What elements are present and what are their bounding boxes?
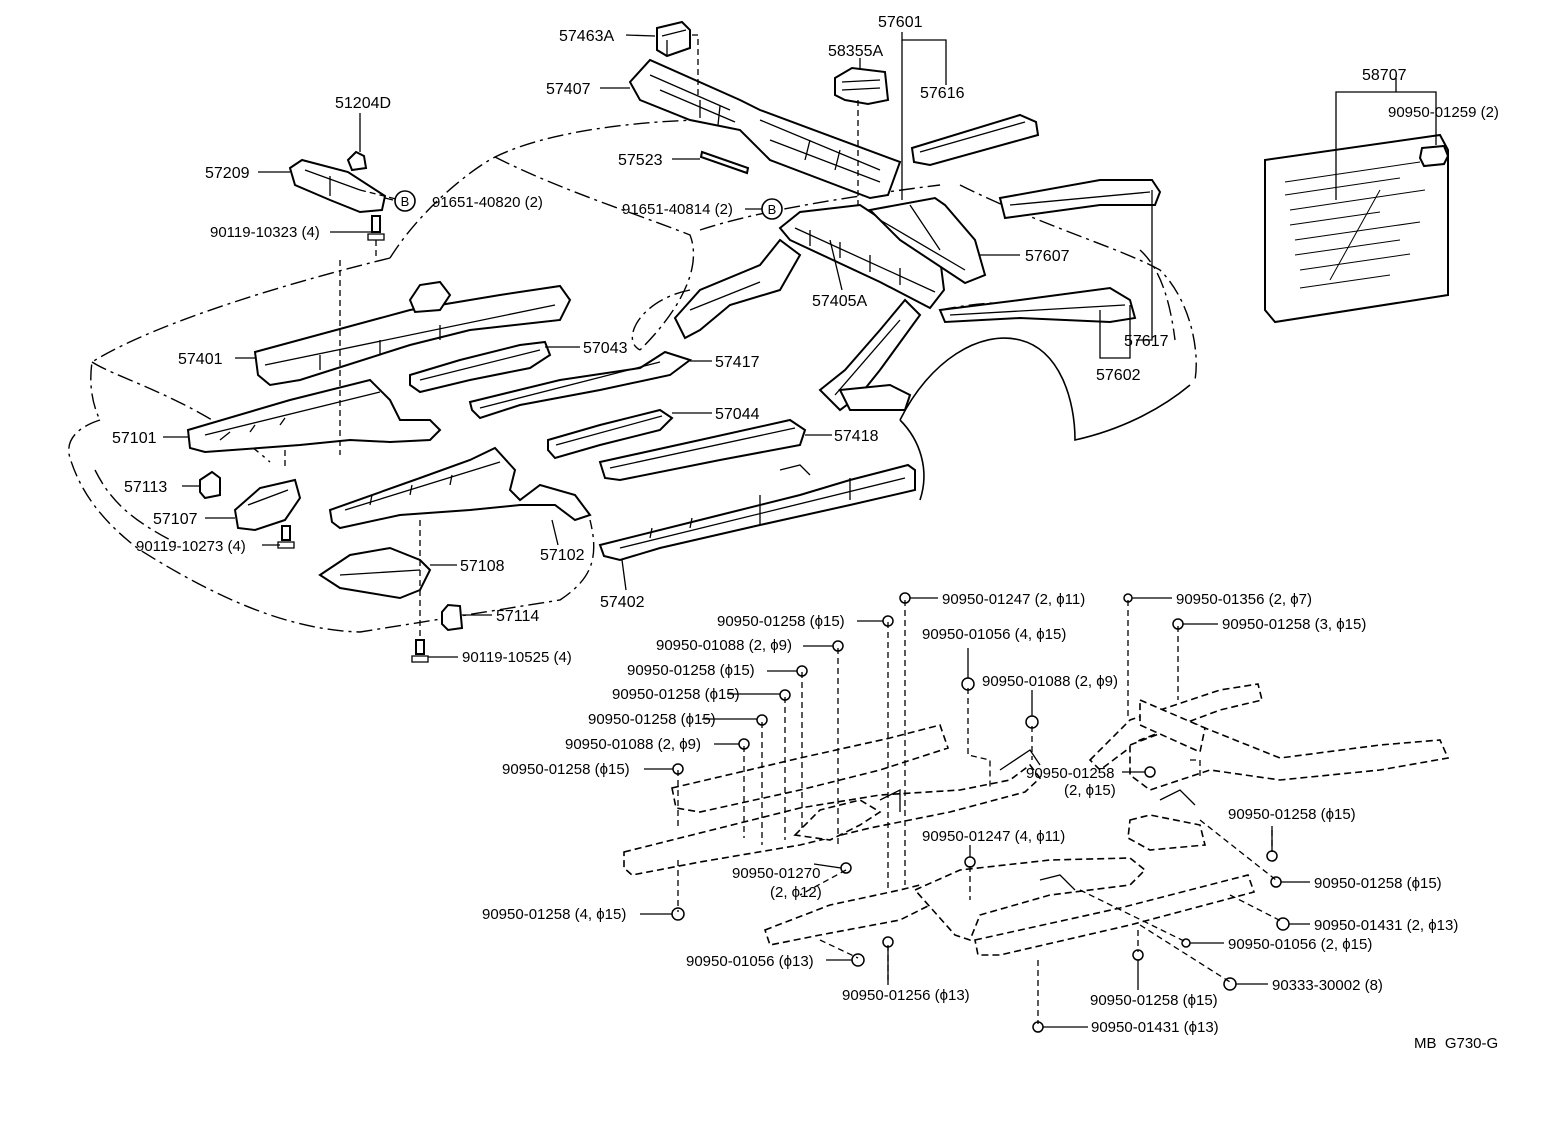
label-57617: 57617 (1124, 333, 1169, 350)
label-57209: 57209 (205, 165, 250, 182)
part-57617 (998, 179, 1162, 220)
label-90950-01258-c: 90950-01258 (ϕ15) (627, 662, 755, 679)
label-90950-01258-f: 90950-01258 (ϕ15) (502, 761, 630, 778)
label-90950-01258-j: 90950-01258 (4, ϕ15) (482, 906, 626, 923)
label-57417: 57417 (715, 354, 760, 371)
label-90950-01247-a: 90950-01247 (2, ϕ11) (942, 591, 1085, 608)
label-90950-01056-b: 90950-01056 (2, ϕ15) (1228, 936, 1372, 953)
label-90950-01247-b: 90950-01247 (4, ϕ11) (922, 828, 1065, 845)
label-90950-01258-g1: 90950-01258 (1026, 765, 1114, 782)
label-90950-01258-g2: (2, ϕ15) (1064, 782, 1116, 799)
part-57209 (288, 158, 387, 214)
label-57405A: 57405A (812, 293, 867, 310)
label-90950-01056-c: 90950-01056 (ϕ13) (686, 953, 814, 970)
part-58707 (1264, 133, 1449, 324)
label-57101: 57101 (112, 430, 157, 447)
label-90119-10323: 90119-10323 (4) (210, 224, 320, 241)
part-57616 (910, 113, 1040, 167)
assembly-lines (284, 34, 1284, 1024)
part-57402 (598, 463, 916, 562)
part-57417 (468, 350, 693, 420)
label-51204D: 51204D (335, 95, 391, 112)
label-57043: 57043 (583, 340, 628, 357)
part-58355A (834, 66, 890, 106)
label-90950-01088-b: 90950-01088 (2, ϕ9) (982, 673, 1118, 690)
part-57114 (441, 603, 464, 632)
part-57523 (699, 150, 750, 175)
label-57107: 57107 (153, 511, 198, 528)
part-plug-90950-01259 (1418, 144, 1450, 168)
label-90950-01431-b: 90950-01431 (ϕ13) (1091, 1019, 1219, 1036)
part-bolt-90119-10273 (277, 525, 295, 549)
circle-marker-b-left: B (394, 190, 416, 212)
part-57405A (673, 203, 946, 412)
label-57616: 57616 (920, 85, 965, 102)
label-90950-01258-h: 90950-01258 (ϕ15) (1228, 806, 1356, 823)
label-57113: 57113 (124, 479, 167, 496)
part-bolt-90119-10525 (411, 639, 429, 663)
part-57602 (938, 286, 1137, 324)
label-91651-40820: 91651-40820 (2) (432, 194, 543, 211)
label-90950-01270-a: 90950-01270 (732, 865, 820, 882)
label-90119-10273: 90119-10273 (4) (136, 538, 246, 555)
label-57523: 57523 (618, 152, 663, 169)
part-57044 (547, 408, 674, 460)
label-57044: 57044 (715, 406, 760, 423)
label-57114: 57114 (496, 608, 539, 625)
part-57418 (598, 418, 807, 482)
part-57102 (328, 446, 592, 530)
label-57601: 57601 (878, 14, 923, 31)
part-51204D (346, 150, 368, 172)
label-90950-01259: 90950-01259 (2) (1388, 104, 1499, 121)
label-90950-01056-a: 90950-01056 (4, ϕ15) (922, 626, 1066, 643)
label-57401: 57401 (178, 351, 223, 368)
label-58707: 58707 (1362, 67, 1407, 84)
part-57043 (409, 340, 552, 394)
marker-b-center-text: B (768, 202, 777, 217)
part-57401 (253, 280, 572, 387)
part-57108 (318, 546, 432, 600)
part-57463A (656, 20, 691, 58)
label-90950-01258-k: 90950-01258 (ϕ15) (1090, 992, 1218, 1009)
label-90950-01270-b: (2, ϕ12) (770, 884, 822, 901)
label-90950-01431-a: 90950-01431 (2, ϕ13) (1314, 917, 1458, 934)
label-90333-30002: 90333-30002 (8) (1272, 977, 1383, 994)
part-57607 (867, 196, 987, 285)
part-bolt-90119-10323 (367, 215, 385, 241)
label-58355A: 58355A (828, 43, 883, 60)
label-57418: 57418 (834, 428, 879, 445)
figure-code: MB G730-G (1414, 1035, 1498, 1052)
label-90950-01356: 90950-01356 (2, ϕ7) (1176, 591, 1312, 608)
label-90950-01088-a: 90950-01088 (2, ϕ9) (656, 637, 792, 654)
label-57463A: 57463A (559, 28, 614, 45)
label-90950-01258-e: 90950-01258 (ϕ15) (588, 711, 716, 728)
label-90950-01258-b: 90950-01258 (3, ϕ15) (1222, 616, 1366, 633)
label-57108: 57108 (460, 558, 505, 575)
label-57402: 57402 (600, 594, 645, 611)
label-90950-01256: 90950-01256 (ϕ13) (842, 987, 970, 1004)
label-57602: 57602 (1096, 367, 1141, 384)
label-90950-01088-c: 90950-01088 (2, ϕ9) (565, 736, 701, 753)
marker-b-left-text: B (401, 194, 410, 209)
label-90950-01258-i: 90950-01258 (ϕ15) (1314, 875, 1442, 892)
label-57607: 57607 (1025, 248, 1070, 265)
floor-pan-outline (623, 683, 1450, 956)
label-91651-40814: 91651-40814 (2) (622, 201, 733, 218)
label-90119-10525: 90119-10525 (4) (462, 649, 572, 666)
part-57113 (199, 470, 221, 500)
label-90950-01258-a: 90950-01258 (ϕ15) (717, 613, 845, 630)
circle-marker-b-center: B (761, 198, 783, 220)
part-57101 (186, 378, 442, 454)
label-57407: 57407 (546, 81, 591, 98)
leader-lines (163, 32, 1437, 1028)
part-57107 (233, 478, 302, 532)
callout-labels: 57463A 57407 51204D 57209 91651-40820 (2… (112, 14, 1499, 1052)
label-90950-01258-d: 90950-01258 (ϕ15) (612, 686, 740, 703)
label-57102: 57102 (540, 547, 585, 564)
